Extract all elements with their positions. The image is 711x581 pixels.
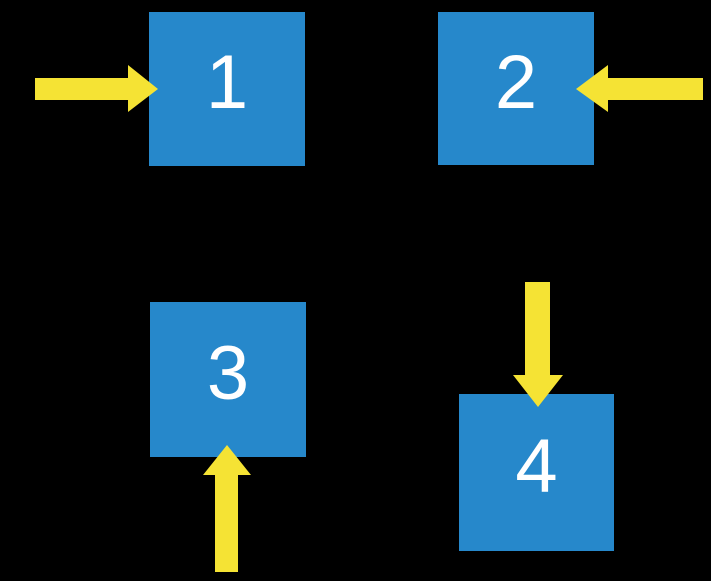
box-3-label: 3 xyxy=(206,330,250,416)
box-2: 2 xyxy=(438,12,594,165)
box-1-label: 1 xyxy=(205,40,249,125)
box-4: 4 xyxy=(459,394,614,551)
box-3: 3 xyxy=(150,302,306,457)
box-4-label: 4 xyxy=(515,423,558,509)
arrow-right-icon xyxy=(35,65,158,112)
arrow-left-icon xyxy=(576,65,703,112)
arrow-down-icon xyxy=(513,282,563,407)
arrow-up-icon xyxy=(203,445,251,572)
box-2-label: 2 xyxy=(494,39,538,125)
box-1: 1 xyxy=(149,12,305,166)
